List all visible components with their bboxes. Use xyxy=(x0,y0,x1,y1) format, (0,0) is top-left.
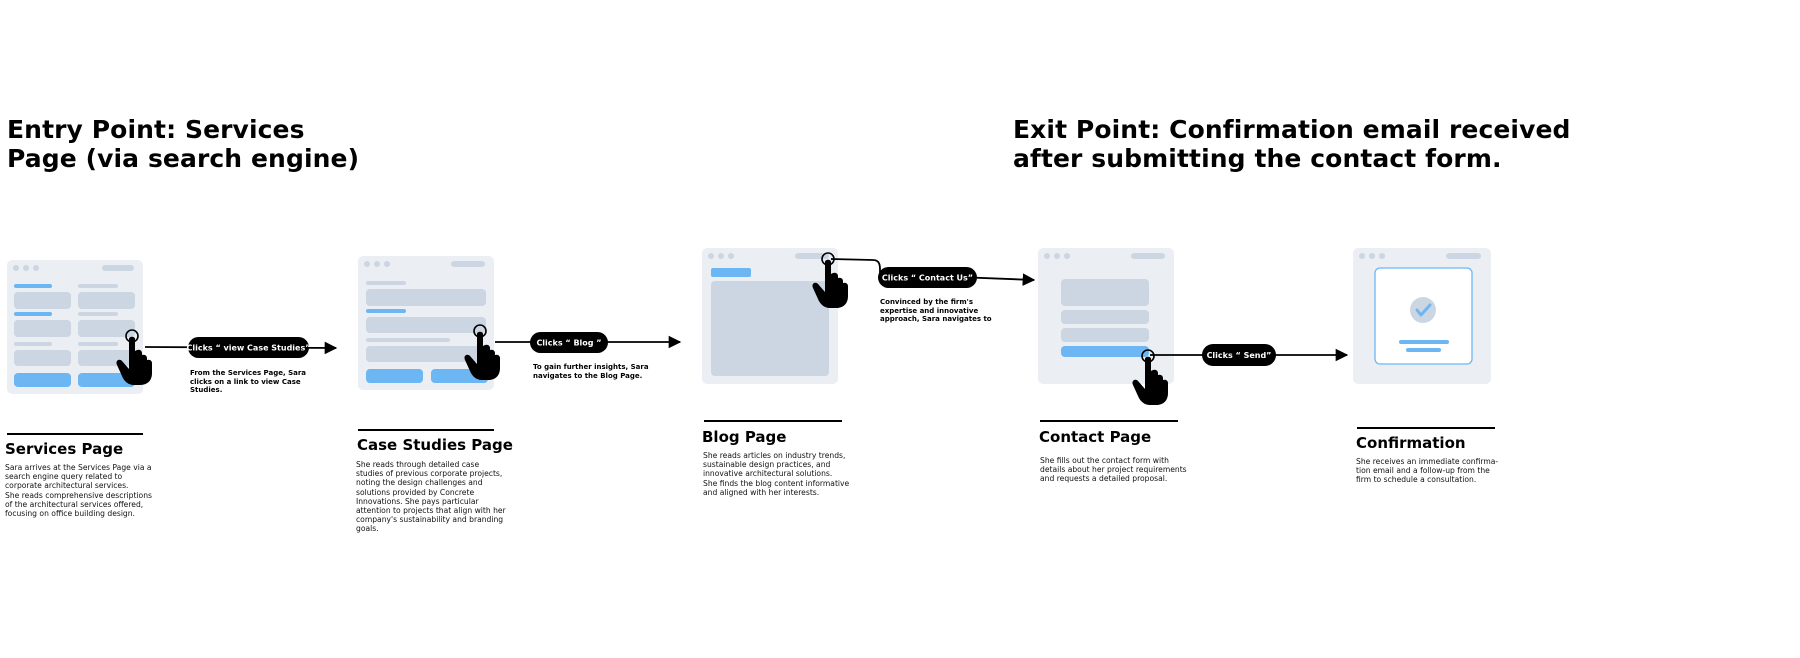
contact-page-wireframe xyxy=(1038,248,1174,384)
action-pill-label: Clicks “ Blog ” xyxy=(536,339,601,348)
entry-point-line-2: Page (via search engine) xyxy=(7,144,360,173)
step-description-services: Sara arrives at the Services Page via a … xyxy=(5,463,152,519)
divider xyxy=(704,420,842,422)
exit-point-line-2: after submitting the contact form. xyxy=(1013,144,1502,173)
step-description-contact: She fills out the contact form with deta… xyxy=(1040,456,1187,484)
step-title-case-studies: Case Studies Page xyxy=(357,436,513,454)
action-pill-send: Clicks “ Send” xyxy=(1202,344,1276,366)
action-pill-blog: Clicks “ Blog ” xyxy=(530,332,608,353)
action-note-view-case-studies: From the Services Page, Sara clicks on a… xyxy=(190,369,307,394)
checkmark-icon xyxy=(1410,297,1436,323)
case-studies-page-wireframe xyxy=(358,256,494,390)
action-pill-label: Clicks “ Send” xyxy=(1207,351,1272,360)
divider xyxy=(1357,427,1495,429)
step-title-contact: Contact Page xyxy=(1039,428,1152,446)
entry-point-line-1: Entry Point: Services xyxy=(7,115,305,144)
action-pill-contact-us: Clicks “ Contact Us” xyxy=(878,267,977,288)
step-title-confirmation: Confirmation xyxy=(1356,434,1466,452)
action-pill-label: Clicks “ Contact Us” xyxy=(882,274,973,283)
step-title-services: Services Page xyxy=(5,440,124,458)
action-note-blog: To gain further insights, Sara navigates… xyxy=(533,363,649,380)
divider xyxy=(7,433,143,435)
divider xyxy=(358,429,494,431)
confirmation-wireframe xyxy=(1353,248,1491,384)
services-page-wireframe xyxy=(7,260,143,394)
step-description-case-studies: She reads through detailed case studies … xyxy=(356,460,506,534)
exit-point-line-1: Exit Point: Confirmation email received xyxy=(1013,115,1571,144)
action-note-contact-us: Convinced by the firm's expertise and in… xyxy=(880,298,992,323)
exit-point-heading: Exit Point: Confirmation email received … xyxy=(1013,115,1571,173)
step-description-blog: She reads articles on industry trends, s… xyxy=(703,451,850,497)
step-title-blog: Blog Page xyxy=(702,428,787,446)
entry-point-heading: Entry Point: Services Page (via search e… xyxy=(7,115,359,173)
step-description-confirmation: She receives an immediate confirma- tion… xyxy=(1356,457,1499,485)
action-pill-label: Clicks “ view Case Studies” xyxy=(186,344,310,353)
divider xyxy=(1040,420,1178,422)
action-pill-view-case-studies: Clicks “ view Case Studies” xyxy=(186,337,311,358)
blog-page-wireframe xyxy=(702,248,838,384)
arrow-right-icon xyxy=(830,258,1036,286)
